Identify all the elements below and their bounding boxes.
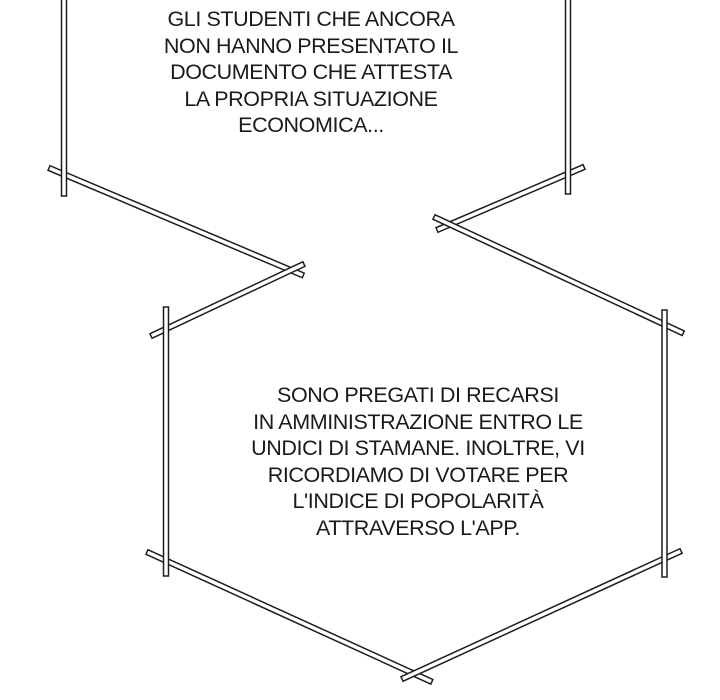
text-line: NON HANNO PRESENTATO IL (163, 33, 459, 58)
text-line: UNDICI DI STAMANE. INOLTRE, VI (251, 436, 585, 460)
speech-bubble-top-text: GLI STUDENTI CHE ANCORA NON HANNO PRESEN… (91, 6, 531, 139)
text-line: GLI STUDENTI CHE ANCORA (167, 7, 455, 31)
bottom-bubble-right-diagonal (399, 547, 684, 683)
text-line: ECONOMICA... (238, 113, 384, 137)
text-line: RICORDIAMO DI VOTARE PER (267, 462, 569, 487)
text-line: LA PROPRIA SITUAZIONE (184, 86, 438, 111)
text-line: IN AMMINISTRAZIONE ENTRO LE (253, 409, 583, 434)
text-line: L'INDICE DI POPOLARITÀ (292, 489, 544, 513)
top-bubble-left-diagonal (47, 164, 306, 279)
top-bubble-right-diagonal (435, 163, 587, 234)
bottom-bubble-left-diagonal (144, 548, 434, 686)
top-bubble-right-edge (564, 0, 572, 195)
top-bubble-left-edge (60, 0, 68, 197)
text-line: ATTRAVERSO L'APP. (315, 515, 520, 540)
text-line: DOCUMENTO CHE ATTESTA (170, 60, 452, 84)
connector-right-diagonal (431, 213, 686, 337)
text-line: SONO PREGATI DI RECARSI (277, 383, 559, 407)
speech-bubble-bottom-text: SONO PREGATI DI RECARSI IN AMMINISTRAZIO… (188, 382, 648, 541)
bottom-bubble-left-edge (162, 306, 170, 577)
connector-left-diagonal (148, 260, 306, 340)
bottom-bubble-right-edge (661, 309, 668, 578)
